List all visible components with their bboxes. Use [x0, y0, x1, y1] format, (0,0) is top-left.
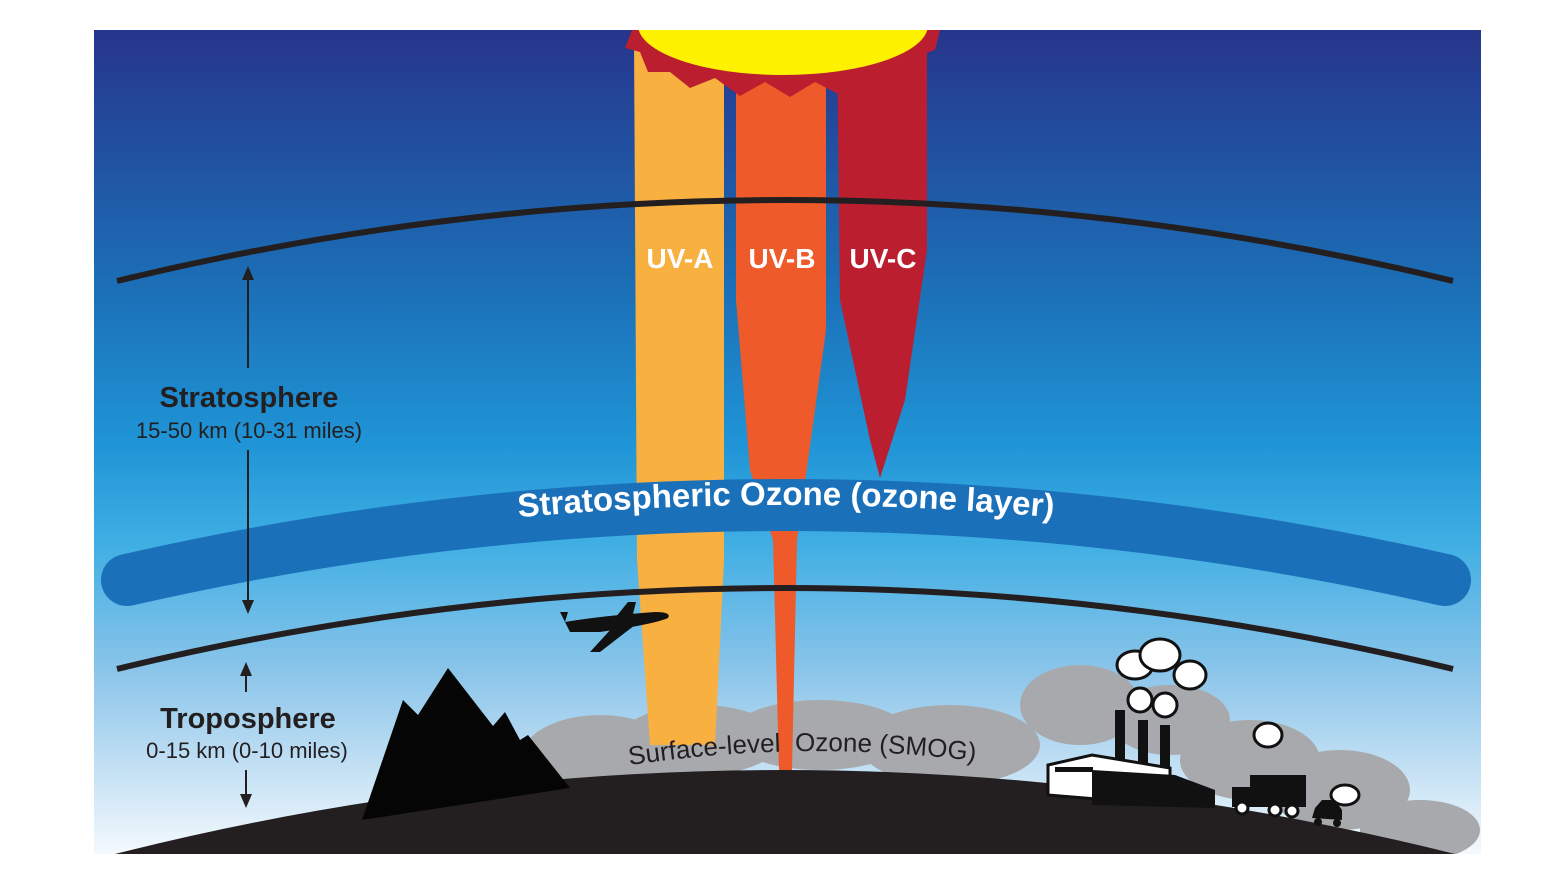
car-icon — [1312, 783, 1361, 827]
stratosphere-range: 15-50 km (10-31 miles) — [136, 418, 362, 443]
factory-icon — [1046, 637, 1284, 808]
stratosphere-top-boundary — [116, 197, 1454, 284]
mountain-icon — [362, 668, 570, 820]
stratosphere-title: Stratosphere — [160, 382, 339, 414]
troposphere-title: Troposphere — [160, 703, 336, 735]
uv-b-label: UV-B — [749, 243, 816, 274]
tropopause-boundary — [116, 585, 1454, 672]
uv-c-label: UV-C — [850, 243, 917, 274]
uv-a-beam — [634, 40, 724, 745]
sun-icon — [625, 30, 940, 97]
troposphere-height-arrow — [240, 662, 252, 808]
truck-icon — [1232, 775, 1306, 819]
stratosphere-height-arrow — [242, 266, 254, 614]
uv-c-beam — [837, 40, 927, 478]
ozone-layer-band — [101, 479, 1471, 606]
troposphere-range: 0-15 km (0-10 miles) — [146, 738, 348, 763]
airplane-icon — [560, 602, 669, 652]
uv-b-beam — [736, 40, 826, 770]
uv-a-label: UV-A — [647, 243, 714, 274]
